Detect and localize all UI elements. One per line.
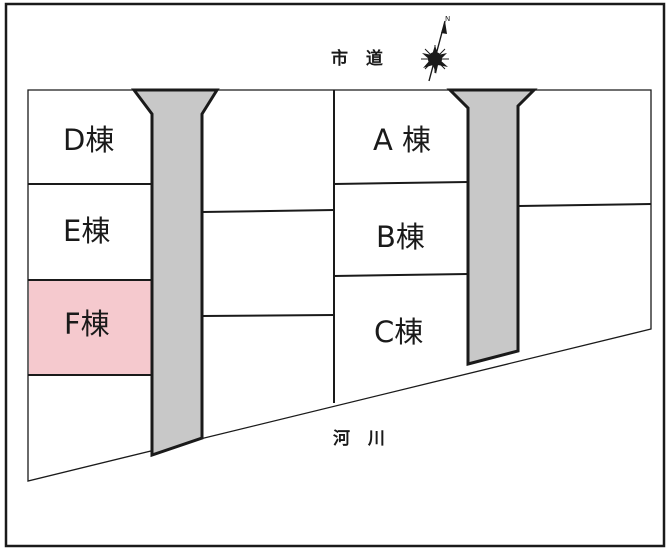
driveway-left [131,88,220,458]
driveway-right [446,88,538,366]
lot-label-e: E棟 [63,214,110,248]
lot-label-a: A 棟 [373,123,431,157]
north-arrow-icon: N [421,15,450,82]
north-letter: N [445,15,450,23]
lot-label-c: C棟 [374,315,423,349]
lot-label-f: F棟 [64,307,110,341]
lot-label-d: D棟 [63,123,114,157]
lot-f-highlight [29,280,152,375]
lot-label-b: B棟 [376,220,425,254]
river-label: 河 川 [333,429,391,449]
road-label: 市 道 [331,48,389,69]
